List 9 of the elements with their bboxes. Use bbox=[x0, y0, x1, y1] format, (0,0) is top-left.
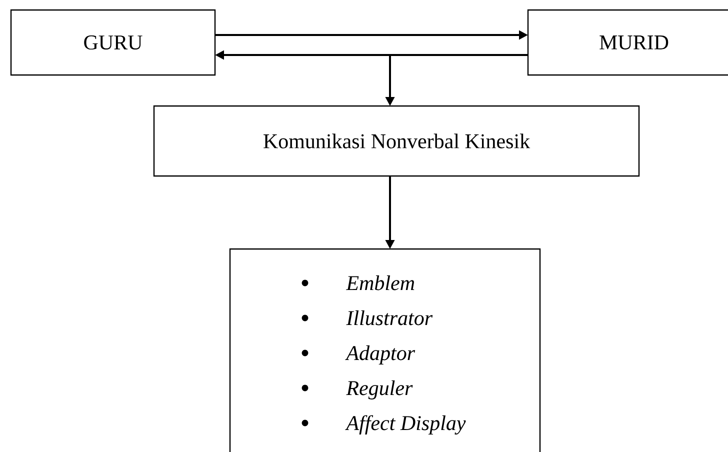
list-item: Illustrator bbox=[346, 310, 433, 326]
list-item: Affect Display bbox=[345, 415, 466, 435]
list-item: Emblem bbox=[346, 275, 414, 290]
list-item: Adaptor bbox=[345, 345, 416, 364]
process-box: Komunikasi Nonverbal Kinesik bbox=[153, 105, 640, 177]
list-box bbox=[229, 248, 541, 452]
process-box: MURID bbox=[527, 9, 728, 76]
list-item: Reguler bbox=[346, 380, 413, 400]
process-box: GURU bbox=[10, 9, 216, 76]
